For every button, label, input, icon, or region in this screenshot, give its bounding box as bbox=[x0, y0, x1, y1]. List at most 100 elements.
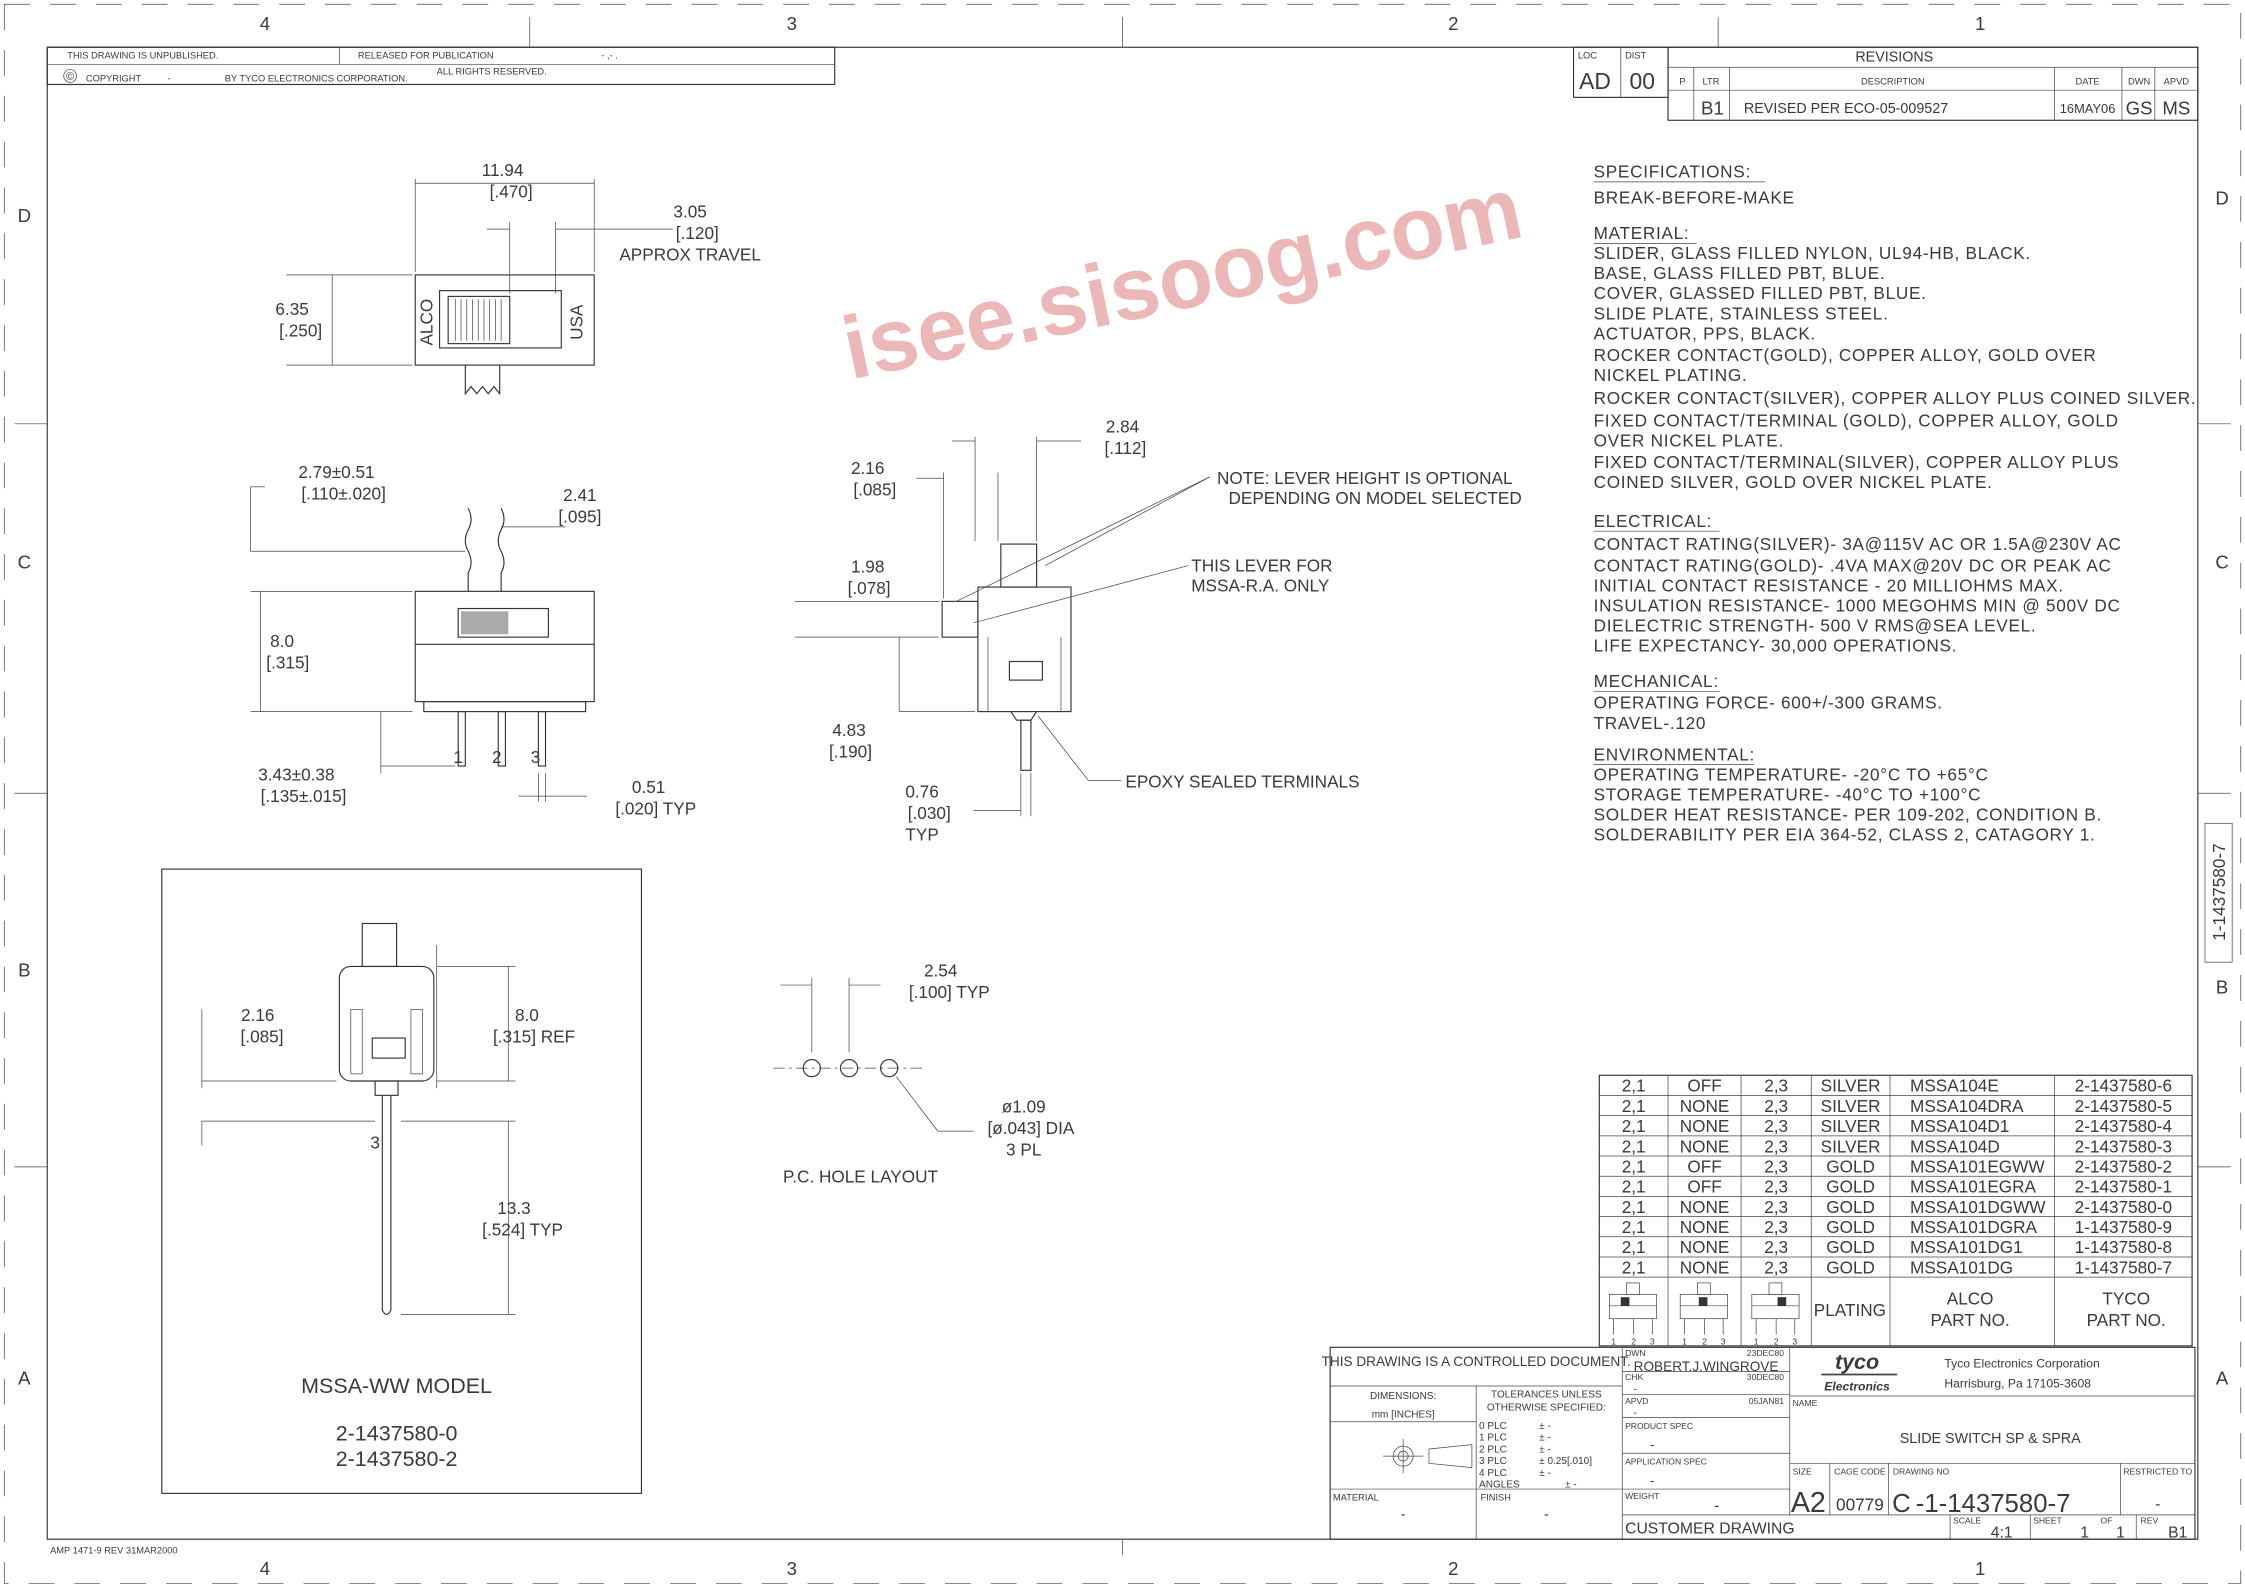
parts-table-cell: NONE bbox=[1680, 1116, 1730, 1136]
switch-pin-label: 2 bbox=[1774, 1336, 1779, 1346]
zone-column-label: 4 bbox=[260, 13, 270, 34]
spec-heading: MECHANICAL: bbox=[1594, 671, 1719, 691]
spec-line: INITIAL CONTACT RESISTANCE - 20 MILLIOHM… bbox=[1594, 575, 2064, 595]
parts-table-cell: 2,1 bbox=[1622, 1257, 1646, 1277]
ww-part-number: 2-1437580-0 bbox=[336, 1421, 458, 1445]
parts-table-cell: 2,3 bbox=[1764, 1116, 1788, 1136]
parts-table-cell: 2-1437580-2 bbox=[2075, 1157, 2172, 1177]
plating-header: PLATING bbox=[1814, 1300, 1886, 1320]
dim-ww-width-mm: 2.16 bbox=[241, 1005, 274, 1025]
spec-line: SOLDER HEAT RESISTANCE- PER 109-202, CON… bbox=[1594, 804, 2102, 824]
dim-height-mm: 6.35 bbox=[275, 299, 308, 319]
loc-value: AD bbox=[1579, 68, 1611, 94]
spec-line: OPERATING FORCE- 600+/-300 GRAMS. bbox=[1594, 693, 1943, 713]
revision-column-header: DATE bbox=[2076, 76, 2100, 86]
dim-travel-mm: 3.05 bbox=[673, 202, 706, 222]
spec-heading: MATERIAL: bbox=[1594, 223, 1690, 243]
parts-table-cell: 2,1 bbox=[1622, 1096, 1646, 1116]
switch-pin-label: 3 bbox=[1792, 1336, 1797, 1346]
tolerance-label: 2 PLC bbox=[1479, 1444, 1507, 1455]
parts-table-cell: NONE bbox=[1680, 1096, 1730, 1116]
zone-column-label: 3 bbox=[787, 1558, 797, 1579]
parts-table-cell: MSSA101EGRA bbox=[1910, 1177, 2037, 1197]
tyco-header: TYCO bbox=[2102, 1288, 2150, 1308]
parts-table-cell: MSSA104D bbox=[1910, 1136, 2000, 1156]
size-label: SIZE bbox=[1793, 1467, 1812, 1477]
parts-table-cell: 2-1437580-5 bbox=[2075, 1096, 2172, 1116]
zone-column-label: 1 bbox=[1975, 1558, 1985, 1579]
parts-table-cell: 1-1437580-9 bbox=[2075, 1217, 2172, 1237]
checked-label: CHK bbox=[1625, 1372, 1643, 1382]
parts-table-cell: NONE bbox=[1680, 1217, 1730, 1237]
dist-value: 00 bbox=[1630, 68, 1655, 94]
parts-table-cell: GOLD bbox=[1826, 1217, 1875, 1237]
drawing-size: A2 bbox=[1791, 1487, 1826, 1519]
zone-column-label: 3 bbox=[787, 13, 797, 34]
dim-c-in: [.078] bbox=[848, 578, 891, 598]
parts-table-cell: GOLD bbox=[1826, 1237, 1875, 1257]
parts-table-cell: 2,1 bbox=[1622, 1076, 1646, 1096]
revision-letter: B1 bbox=[1701, 98, 1724, 119]
sheet-border bbox=[3, 3, 2242, 1584]
parts-table-cell: NONE bbox=[1680, 1197, 1730, 1217]
parts-table-cell: 2,1 bbox=[1622, 1136, 1646, 1156]
tolerance-label: 3 PLC bbox=[1479, 1456, 1507, 1467]
drawn-by: ROBERT.J.WINGROVE bbox=[1634, 1359, 1779, 1374]
zone-row-label: C bbox=[18, 551, 31, 572]
dim-ww-height-in: [.315] REF bbox=[493, 1026, 575, 1046]
dim-d-in: [.190] bbox=[829, 741, 872, 761]
material-label: MATERIAL bbox=[1333, 1493, 1379, 1503]
finish-label: FINISH bbox=[1480, 1493, 1510, 1503]
switch-position-icon bbox=[1679, 1282, 1728, 1335]
form-number: AMP 1471-9 REV 31MAR2000 bbox=[50, 1546, 177, 1556]
tolerance-value: ± - bbox=[1539, 1433, 1551, 1444]
ww-part-number: 2-1437580-2 bbox=[336, 1447, 458, 1471]
specifications: SPECIFICATIONS:BREAK-BEFORE-MAKEMATERIAL… bbox=[1594, 162, 2197, 845]
tolerance-value: ± - bbox=[1565, 1480, 1577, 1491]
lever-height-note: DEPENDING ON MODEL SELECTED bbox=[1228, 488, 1521, 508]
spec-line: SLIDE PLATE, STAINLESS STEEL. bbox=[1594, 303, 1889, 323]
parts-table-cell: MSSA104DRA bbox=[1910, 1096, 2024, 1116]
spec-line: ROCKER CONTACT(SILVER), COPPER ALLOY PLU… bbox=[1594, 388, 2197, 408]
material-value: - bbox=[1401, 1507, 1406, 1523]
spec-line: TRAVEL-.120 bbox=[1594, 713, 1707, 733]
parts-table-cell: GOLD bbox=[1826, 1157, 1875, 1177]
switch-pin-label: 1 bbox=[1611, 1336, 1616, 1346]
spec-heading: ENVIRONMENTAL: bbox=[1594, 744, 1755, 764]
name-label: NAME bbox=[1793, 1398, 1818, 1408]
tolerances-title: OTHERWISE SPECIFIED: bbox=[1487, 1402, 1606, 1413]
release-label: RELEASED FOR PUBLICATION bbox=[358, 51, 494, 61]
copyright-icon: © bbox=[66, 71, 75, 83]
spec-line: SOLDERABILITY PER EIA 364-52, CLASS 2, C… bbox=[1594, 824, 2096, 844]
spec-line: FIXED CONTACT/TERMINAL (GOLD), COPPER AL… bbox=[1594, 411, 2119, 431]
dim-a-in: [.112] bbox=[1105, 438, 1147, 458]
spec-line: BREAK-BEFORE-MAKE bbox=[1594, 187, 1795, 207]
zone-row-label: B bbox=[2216, 977, 2228, 998]
parts-table-cell: 1-1437580-8 bbox=[2075, 1237, 2172, 1257]
zone-row-label: A bbox=[18, 1368, 31, 1389]
spec-line: COINED SILVER, GOLD OVER NICKEL PLATE. bbox=[1594, 472, 1993, 492]
revision-block bbox=[1572, 46, 2199, 121]
switch-pin-label: 2 bbox=[1702, 1336, 1707, 1346]
copyright-year: - bbox=[168, 74, 171, 84]
dim-pin-length-in: [.135±.015] bbox=[261, 786, 347, 806]
parts-table-cell: MSSA104E bbox=[1910, 1076, 1999, 1096]
spec-line: BASE, GLASS FILLED PBT, BLUE. bbox=[1594, 263, 1886, 283]
dim-d-mm: 4.83 bbox=[832, 720, 865, 740]
switch-pin-label: 2 bbox=[1631, 1336, 1636, 1346]
approved-date: 05JAN81 bbox=[1749, 1396, 1785, 1406]
pc-layout-title: P.C. HOLE LAYOUT bbox=[783, 1167, 938, 1187]
loc-label: LOC bbox=[1578, 51, 1597, 61]
rev-value: B1 bbox=[2168, 1525, 2187, 1542]
drawing-title: SLIDE SWITCH SP & SPRA bbox=[1900, 1431, 2081, 1447]
cage-code: 00779 bbox=[1836, 1495, 1884, 1515]
alco-header: ALCO bbox=[1947, 1288, 1994, 1308]
parts-table-cell: 2,3 bbox=[1764, 1177, 1788, 1197]
dim-b-mm: 2.16 bbox=[851, 458, 884, 478]
unpublished-notice: THIS DRAWING IS UNPUBLISHED. bbox=[67, 51, 218, 61]
side-drawing-number-text: 1-1437580-7 bbox=[2209, 843, 2229, 940]
customer-drawing-label: CUSTOMER DRAWING bbox=[1625, 1520, 1795, 1537]
revision-column-header: LTR bbox=[1703, 76, 1720, 86]
dim-width-in: [.470] bbox=[490, 182, 533, 202]
side-view-drawing bbox=[250, 486, 595, 802]
